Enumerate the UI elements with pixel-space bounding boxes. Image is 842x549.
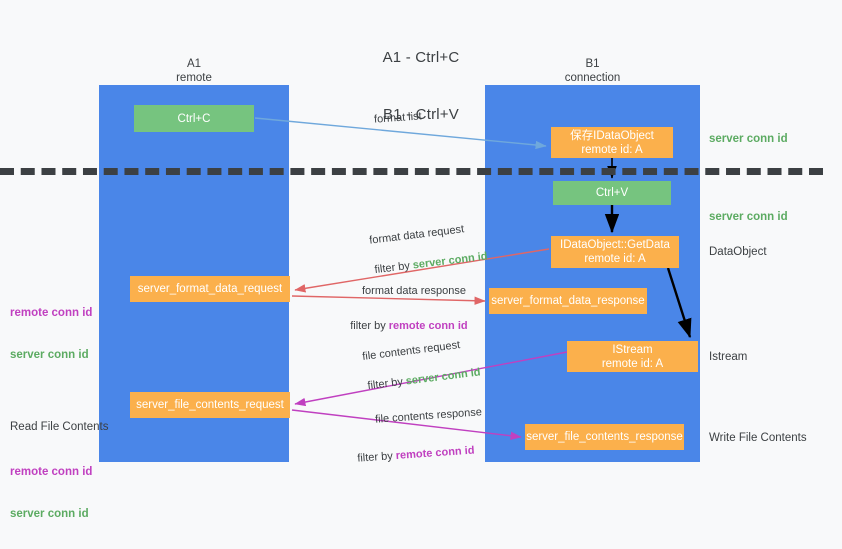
node-idataobject-getdata-sublabel: remote id: A xyxy=(584,253,646,265)
node-ctrl-v-label: Ctrl+V xyxy=(595,187,629,199)
lane-header-b1: B1 connection xyxy=(485,57,700,85)
caption-file-contents-response-filter-prefix: filter by xyxy=(356,449,397,465)
lane-header-a1-name: A1 xyxy=(186,58,202,70)
node-save-idataobject[interactable]: 保存IDataObject remote id: A xyxy=(551,127,673,158)
note-server-conn-id-1: server conn id xyxy=(10,349,89,361)
note-write-file-contents: Write File Contents xyxy=(709,432,807,444)
caption-format-data-request-filter-value: server conn id xyxy=(412,250,489,272)
node-server-file-contents-response-label: server_file_contents_response xyxy=(526,431,683,443)
node-ctrl-c-label: Ctrl+C xyxy=(177,112,211,125)
lane-header-a1-role: remote xyxy=(176,72,212,84)
note-dataobject: DataObject xyxy=(709,246,767,258)
diagram-canvas: A1 - Ctrl+C B1 - Ctrl+V A1 remote B1 con… xyxy=(0,49,823,520)
note-istream: Istream xyxy=(709,351,748,363)
note-server-conn-id-top: server conn id xyxy=(709,133,788,145)
note-remote-conn-id-2: remote conn id xyxy=(10,466,93,478)
note-server-conn-id-2: server conn id xyxy=(10,508,89,520)
lane-header-b1-name: B1 xyxy=(585,58,600,70)
node-istream-label: IStream xyxy=(612,343,653,356)
caption-file-contents-request-filter-value: server conn id xyxy=(405,366,482,388)
lane-header-a1: A1 remote xyxy=(99,57,289,85)
node-idataobject-getdata[interactable]: IDataObject::GetData remote id: A xyxy=(551,236,679,268)
node-ctrl-c[interactable]: Ctrl+C xyxy=(134,105,254,132)
title-line-1: A1 - Ctrl+C xyxy=(382,49,460,66)
node-istream[interactable]: IStream remote id: A xyxy=(567,341,698,372)
node-server-file-contents-request[interactable]: server_file_contents_request xyxy=(130,392,290,418)
node-server-file-contents-request-label: server_file_contents_request xyxy=(136,399,284,411)
phase-divider xyxy=(0,168,823,175)
caption-file-contents-response-filter-value: remote conn id xyxy=(395,444,475,462)
node-save-idataobject-sublabel: remote id: A xyxy=(581,143,643,156)
note-conn-id-group-2: Read File Contents remote conn id server… xyxy=(10,392,108,549)
caption-format-data-response-filter-value: remote conn id xyxy=(388,320,468,332)
caption-format-data-response-filter: filter by remote conn id xyxy=(338,305,468,347)
node-server-format-data-request-label: server_format_data_request xyxy=(137,283,283,295)
caption-file-contents-response-filter: filter by remote conn id xyxy=(344,430,476,481)
caption-format-data-response: format data response xyxy=(362,285,466,297)
node-server-format-data-request[interactable]: server_format_data_request xyxy=(130,276,290,302)
node-save-idataobject-label: 保存IDataObject xyxy=(570,129,654,142)
node-server-format-data-response-label: server_format_data_response xyxy=(491,295,645,307)
note-read-file-contents: Read File Contents xyxy=(10,421,109,433)
caption-file-contents-response: file contents response xyxy=(374,406,483,426)
node-istream-sublabel: remote id: A xyxy=(601,357,664,370)
caption-format-data-response-filter-prefix: filter by xyxy=(350,320,389,332)
node-idataobject-getdata-label: IDataObject::GetData xyxy=(560,239,670,251)
note-remote-conn-id-1: remote conn id xyxy=(10,307,93,319)
node-server-file-contents-response[interactable]: server_file_contents_response xyxy=(525,424,684,450)
node-ctrl-v[interactable]: Ctrl+V xyxy=(553,181,671,205)
note-server-conn-id-mid: server conn id xyxy=(709,211,788,223)
note-conn-id-group-1: remote conn id server conn id xyxy=(10,278,92,390)
caption-format-data-request-filter-prefix: filter by xyxy=(373,259,414,277)
lane-header-b1-role: connection xyxy=(564,72,621,84)
node-server-format-data-response[interactable]: server_format_data_response xyxy=(489,288,647,314)
caption-file-contents-request-filter-prefix: filter by xyxy=(366,375,407,393)
